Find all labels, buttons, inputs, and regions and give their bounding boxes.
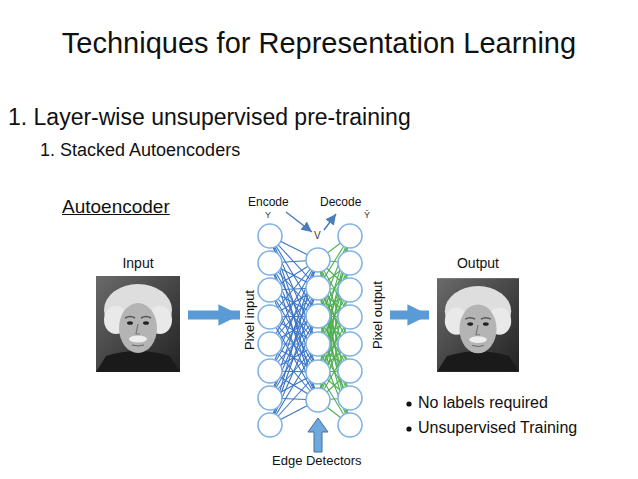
input-image [96,276,180,372]
neuron [338,359,362,383]
image-label: Input [88,255,188,272]
neuron [338,224,362,248]
weight-line [270,344,318,425]
neuron [306,248,330,272]
neuron [338,305,362,329]
neuron [258,386,282,410]
neuron [306,276,330,300]
bullet [406,426,411,431]
layer-label: Pixel input [242,290,258,350]
symbol-label: V [314,230,321,242]
bullet-text: No labels required [418,394,548,412]
neuron [338,413,362,437]
neuron [306,388,330,412]
neuron [258,305,282,329]
neuron [338,251,362,275]
neuron [306,332,330,356]
neuron [338,278,362,302]
neuron [306,304,330,328]
flow-arrow [390,311,429,320]
layer-label: Pixel output [370,281,386,349]
neuron [258,413,282,437]
neuron [306,360,330,384]
neuron [258,251,282,275]
network-node: Pixel input Pixel output [240,215,390,445]
stage-label: Encode [248,196,289,210]
pointer-arrow [308,418,328,452]
subheading: 1. Stacked Autoencoders [40,140,240,161]
image-label: Output [429,255,527,272]
symbol-label: Ŷ [364,210,370,220]
stage-label: Decode [320,196,361,210]
neuron [258,224,282,248]
output-image [437,278,519,372]
heading: 1. Layer-wise unsupervised pre-training [8,104,411,130]
symbol-label: Y [265,210,271,220]
neuron [258,278,282,302]
slide-title: Techniques for Representation Learning [60,26,578,61]
neuron [338,332,362,356]
flow-arrow [188,311,240,320]
bullet [406,401,411,406]
decode-arrow [324,214,336,230]
neuron [258,359,282,383]
encode-arrow [286,212,312,232]
bullet-text: Unsupervised Training [418,419,577,437]
neuron [258,332,282,356]
image-node: Output [429,255,527,375]
callout-label: Edge Detectors [272,454,362,469]
neuron [338,386,362,410]
section-label: Autoencoder [62,196,170,218]
network-graph [258,224,362,437]
image-node: Input [88,255,188,375]
